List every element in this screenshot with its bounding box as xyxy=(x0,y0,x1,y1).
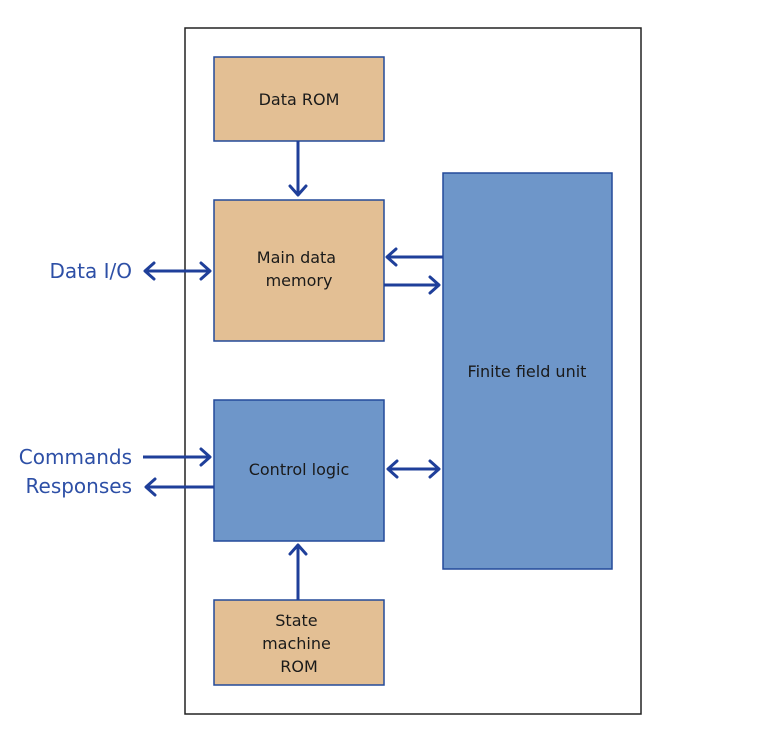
arrow-data-io-bidirectional xyxy=(143,261,212,281)
arrow-ffu-to-memory xyxy=(385,247,443,267)
arrow-statrom-to-control xyxy=(288,543,308,600)
arrow-responses-out xyxy=(144,477,214,497)
finite-field-unit-label-line: Finite field unit xyxy=(468,362,587,381)
state-machine-rom-label: State machine ROM xyxy=(262,611,336,676)
state-machine-rom-label-line: machine xyxy=(262,634,331,653)
state-machine-rom-label-line: ROM xyxy=(280,657,318,676)
data-io-label: Data I/O xyxy=(50,259,133,283)
arrow-control-ffu-bidirectional xyxy=(386,459,441,479)
control-logic-label-line: Control logic xyxy=(249,460,350,479)
control-logic-block: Control logic xyxy=(213,399,385,542)
finite-field-unit-block: Finite field unit xyxy=(442,172,613,570)
data-rom-box xyxy=(213,56,385,142)
responses-label: Responses xyxy=(26,474,132,498)
main-memory-label: Main data memory xyxy=(257,248,341,290)
finite-field-unit-label: Finite field unit xyxy=(468,362,587,381)
control-logic-label: Control logic xyxy=(249,460,350,479)
data-rom-block: Data ROM xyxy=(213,56,385,142)
arrow-datarom-to-memory xyxy=(288,141,308,197)
data-rom-label-line: Data ROM xyxy=(259,90,340,109)
main-memory-block: Main data memory xyxy=(213,199,385,342)
control-logic-box xyxy=(213,399,385,542)
arrow-memory-to-ffu xyxy=(384,275,441,295)
finite-field-unit-box xyxy=(442,172,613,570)
state-machine-rom-label-line: State xyxy=(275,611,317,630)
state-machine-rom-block: State machine ROM xyxy=(213,599,385,686)
data-rom-label: Data ROM xyxy=(259,90,340,109)
commands-label: Commands xyxy=(19,445,132,469)
arrow-commands-in xyxy=(143,447,212,467)
main-memory-label-line: Main data xyxy=(257,248,336,267)
main-memory-label-line: memory xyxy=(266,271,333,290)
main-memory-box xyxy=(213,199,385,342)
